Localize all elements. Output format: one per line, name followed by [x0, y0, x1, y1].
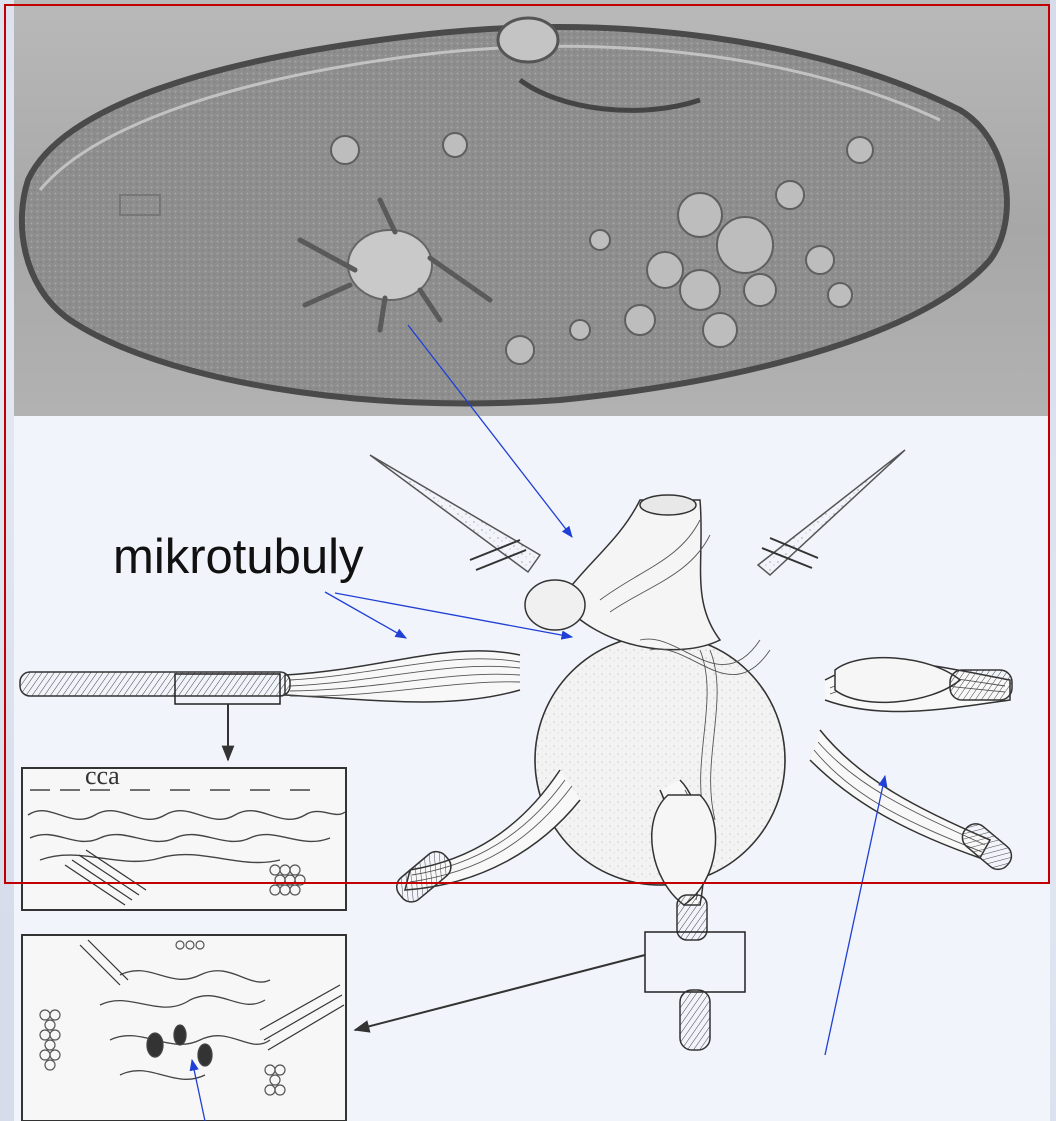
- label-cca: cca: [85, 763, 120, 789]
- red-frame: [4, 4, 1050, 884]
- inset-lower: [22, 935, 346, 1121]
- label-mikrotubuly: mikrotubuly: [113, 533, 364, 582]
